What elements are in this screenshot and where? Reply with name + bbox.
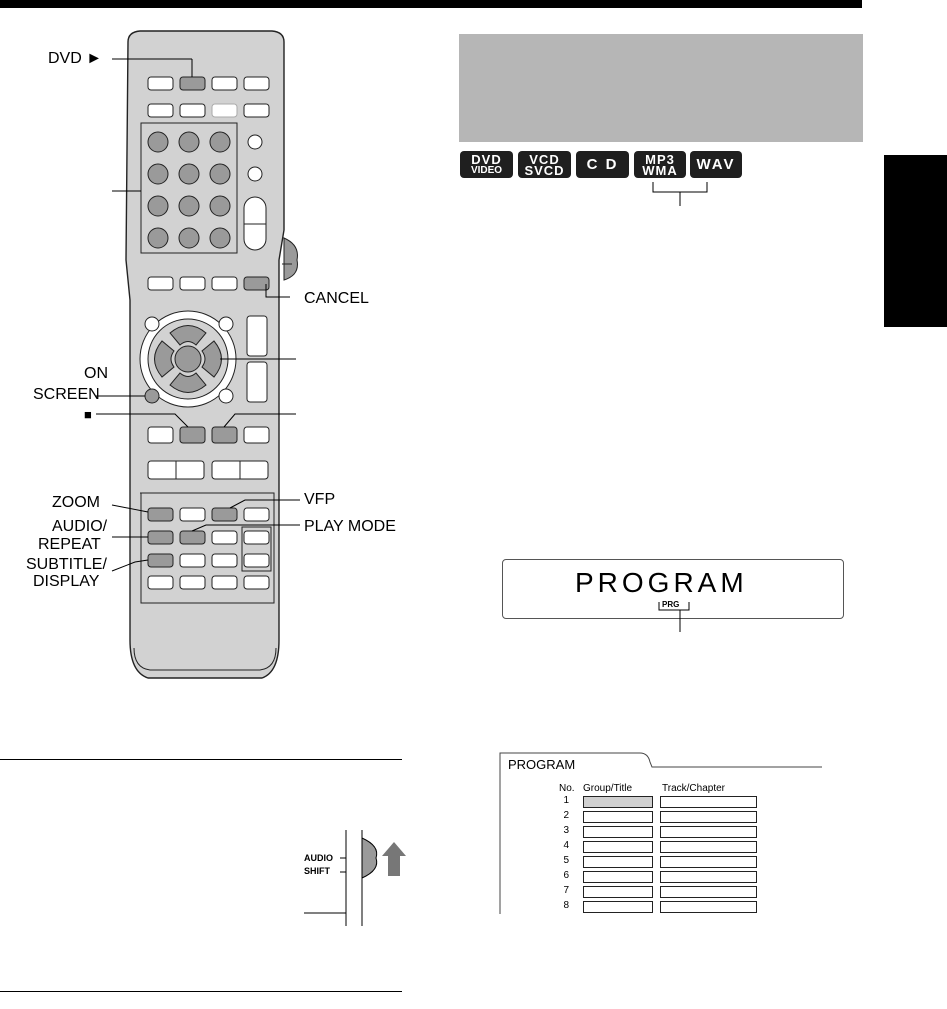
program-row-number: 5	[563, 855, 569, 866]
repeat-label: REPEAT	[38, 536, 101, 553]
col-track-header: Track/Chapter	[662, 783, 725, 794]
badge-bracket	[652, 182, 708, 206]
badge-vcd-svcd: VCD SVCD	[518, 151, 571, 178]
track-chapter-field[interactable]	[660, 811, 757, 823]
program-row-number: 8	[563, 900, 569, 911]
program-screen-title: PROGRAM	[508, 757, 576, 772]
track-chapter-field[interactable]	[660, 826, 757, 838]
group-title-field[interactable]	[583, 796, 653, 808]
group-title-field[interactable]	[583, 811, 653, 823]
remote-control-illustration	[96, 30, 300, 679]
program-row-number: 7	[563, 885, 569, 896]
play-mode-label: PLAY MODE	[304, 518, 396, 535]
track-chapter-field[interactable]	[660, 871, 757, 883]
prg-indicator: PRG	[662, 600, 680, 609]
program-row-number: 1	[563, 795, 569, 806]
track-chapter-field[interactable]	[660, 856, 757, 868]
shift-switch-label: SHIFT	[304, 866, 330, 876]
zoom-label: ZOOM	[52, 494, 100, 511]
program-row-number: 2	[563, 810, 569, 821]
section-header-band	[459, 34, 863, 142]
col-group-header: Group/Title	[583, 783, 633, 794]
vfp-label: VFP	[304, 491, 336, 508]
track-chapter-field[interactable]	[660, 886, 757, 898]
subtitle-label: SUBTITLE/	[26, 556, 107, 573]
screen-label: SCREEN	[33, 386, 100, 403]
audio-switch-label: AUDIO	[304, 853, 333, 863]
program-row-number: 6	[563, 870, 569, 881]
section-rule-top	[0, 759, 402, 760]
track-chapter-field[interactable]	[660, 796, 757, 808]
stop-icon: ■	[84, 407, 92, 422]
section-rule-bottom	[0, 991, 402, 992]
section-side-tab	[884, 155, 947, 327]
group-title-field[interactable]	[583, 871, 653, 883]
group-title-field[interactable]	[583, 886, 653, 898]
program-screen-frame	[499, 752, 822, 914]
cancel-label: CANCEL	[304, 290, 369, 307]
badge-wav: WAV	[690, 151, 742, 178]
group-title-field[interactable]	[583, 841, 653, 853]
display-program-text: PROGRAM	[575, 567, 748, 598]
group-title-field[interactable]	[583, 856, 653, 868]
col-no-header: No.	[559, 783, 575, 794]
dvd-play-label: DVD ►	[48, 50, 103, 67]
audio-label: AUDIO/	[52, 518, 108, 535]
group-title-field[interactable]	[583, 901, 653, 913]
badge-dvd-video: DVD VIDEO	[460, 151, 513, 178]
program-row-number: 4	[563, 840, 569, 851]
group-title-field[interactable]	[583, 826, 653, 838]
track-chapter-field[interactable]	[660, 901, 757, 913]
program-row-number: 3	[563, 825, 569, 836]
display-label: DISPLAY	[33, 573, 100, 590]
top-rule	[0, 0, 862, 8]
shift-switch-illustration	[304, 830, 406, 926]
on-label: ON	[84, 365, 108, 382]
track-chapter-field[interactable]	[660, 841, 757, 853]
front-display-panel	[502, 559, 844, 619]
badge-mp3-wma: MP3 WMA	[634, 151, 686, 178]
prg-indicator-bracket	[658, 602, 690, 632]
badge-cd: C D	[576, 151, 629, 178]
